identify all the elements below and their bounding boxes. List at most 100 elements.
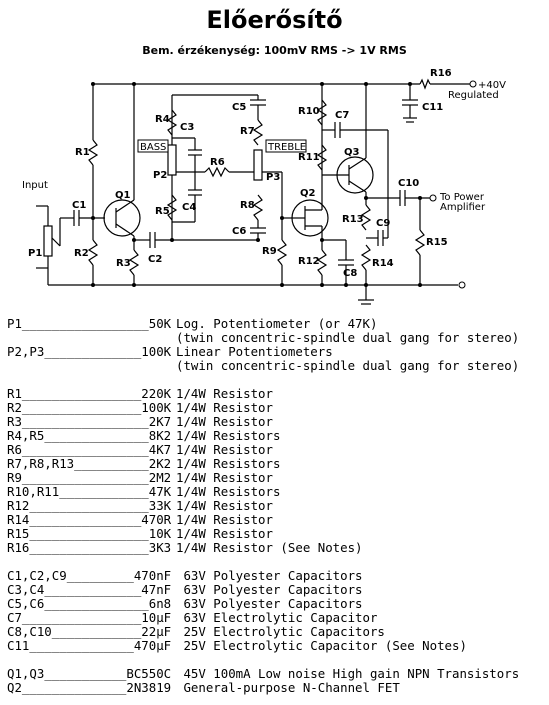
part-value: 22µF	[141, 624, 172, 639]
parts-row: R3_________________2K7 1/4W Resistor	[7, 415, 519, 429]
part-description: 63V Polyester Capacitors	[176, 596, 363, 611]
part-designator: C11	[7, 638, 30, 653]
circuit-schematic: Input +40V Regulated To Power Amplifier …	[22, 68, 506, 305]
part-description: 1/4W Resistor	[176, 414, 273, 429]
part-value: 470µF	[133, 638, 172, 653]
part-value: 2N3819	[126, 680, 172, 695]
part-designator-value: R3_________________2K7	[7, 414, 172, 429]
part-description: 1/4W Resistor	[176, 498, 273, 513]
label-c11: C11	[422, 102, 443, 113]
part-description: 63V Polyester Capacitors	[176, 568, 363, 583]
label-q3: Q3	[344, 147, 360, 158]
part-value: 3K3	[148, 540, 172, 555]
part-designator-value: C7________________10µF	[7, 610, 172, 625]
part-description: General-purpose N-Channel FET	[176, 680, 400, 695]
part-value: 2K7	[148, 414, 172, 429]
part-designator: R3	[7, 414, 22, 429]
treble-label: TREBLE	[267, 142, 306, 153]
part-designator-value: R14_______________470R	[7, 512, 172, 527]
label-r16: R16	[430, 68, 452, 79]
part-value: BC550C	[126, 666, 172, 681]
label-r14: R14	[372, 258, 394, 269]
sensitivity-subtitle: Bem. érzékenység: 100mV RMS -> 1V RMS	[142, 44, 407, 57]
part-description: 1/4W Resistors	[176, 456, 281, 471]
part-designator: C1,C2,C9	[7, 568, 67, 583]
parts-list: P1_________________50K Log. Potentiometer…	[7, 317, 519, 695]
part-description: Log. Potentiometer (or 47K)	[176, 316, 378, 331]
part-designator-value: R2________________100K	[7, 400, 172, 415]
part-value: 2M2	[148, 470, 172, 485]
part-value: 10K	[148, 526, 172, 541]
part-value: 33K	[148, 498, 172, 513]
part-designator-value: R9_________________2M2	[7, 470, 172, 485]
part-designator-value: C3,C4_____________47nF	[7, 582, 172, 597]
part-value: 47K	[148, 484, 172, 499]
label-r13: R13	[342, 214, 364, 225]
parts-row: R9_________________2M2 1/4W Resistor	[7, 471, 519, 485]
label-c5: C5	[232, 102, 246, 113]
part-description: 25V Electrolytic Capacitor (See Notes)	[176, 638, 467, 653]
part-description: (twin concentric-spindle dual gang for s…	[176, 358, 520, 373]
part-designator-value: P1_________________50K	[7, 316, 172, 331]
part-designator-value: C11______________470µF	[7, 638, 172, 653]
parts-row: R16________________3K3 1/4W Resistor (See…	[7, 541, 519, 555]
part-description: 1/4W Resistor (See Notes)	[176, 540, 363, 555]
parts-row: Q2______________2N3819 General-purpose N…	[7, 681, 519, 695]
output-label-2: Amplifier	[440, 202, 486, 213]
label-c10: C10	[398, 178, 419, 189]
label-r2: R2	[74, 248, 89, 259]
part-value: 100K	[141, 344, 172, 359]
parts-spacer	[7, 373, 519, 387]
output-label-1: To Power	[439, 192, 485, 203]
parts-row: C8,C10____________22µF 25V Electrolytic …	[7, 625, 519, 639]
part-value: 2K2	[148, 456, 172, 471]
part-designator: R2	[7, 400, 22, 415]
label-c8: C8	[343, 268, 357, 279]
label-r4: R4	[155, 114, 170, 125]
part-designator: C8,C10	[7, 624, 52, 639]
part-value: 100K	[141, 400, 172, 415]
label-c3: C3	[180, 122, 194, 133]
part-designator-value: Q2______________2N3819	[7, 680, 172, 695]
part-value: 6n8	[148, 596, 172, 611]
label-p1: P1	[28, 248, 42, 259]
input-label: Input	[22, 180, 48, 191]
part-value: 4K7	[148, 442, 172, 457]
part-designator-value: R16________________3K3	[7, 540, 172, 555]
part-designator-value: R10,R11____________47K	[7, 484, 172, 499]
label-p3: P3	[266, 172, 280, 183]
part-designator: C7	[7, 610, 22, 625]
part-description: (twin concentric-spindle dual gang for s…	[176, 330, 520, 345]
label-r12: R12	[298, 256, 320, 267]
part-value: 47nF	[141, 582, 172, 597]
label-q1: Q1	[115, 190, 131, 201]
part-value: 8K2	[148, 428, 172, 443]
part-designator-value: R7,R8,R13__________2K2	[7, 456, 172, 471]
parts-row: C11______________470µF 25V Electrolytic …	[7, 639, 519, 653]
bass-label: BASS	[140, 142, 166, 153]
part-description: 45V 100mA Low noise High gain NPN Transi…	[176, 666, 520, 681]
part-designator: P2,P3	[7, 344, 45, 359]
regulated-label: Regulated	[448, 90, 499, 101]
parts-row: C5,C6______________6n8 63V Polyester Cap…	[7, 597, 519, 611]
label-q2: Q2	[300, 188, 316, 199]
part-description: 1/4W Resistor	[176, 386, 273, 401]
label-r9: R9	[262, 246, 277, 257]
label-r5: R5	[155, 206, 170, 217]
supply-label: +40V	[478, 80, 506, 91]
label-c2: C2	[148, 254, 162, 265]
part-value: 470R	[141, 512, 172, 527]
part-designator: P1	[7, 316, 22, 331]
part-designator-value: P2,P3_____________100K	[7, 344, 172, 359]
parts-spacer	[7, 555, 519, 569]
part-designator: R4,R5	[7, 428, 45, 443]
part-description: 1/4W Resistor	[176, 470, 273, 485]
label-r3: R3	[116, 258, 131, 269]
part-designator: Q2	[7, 680, 22, 695]
